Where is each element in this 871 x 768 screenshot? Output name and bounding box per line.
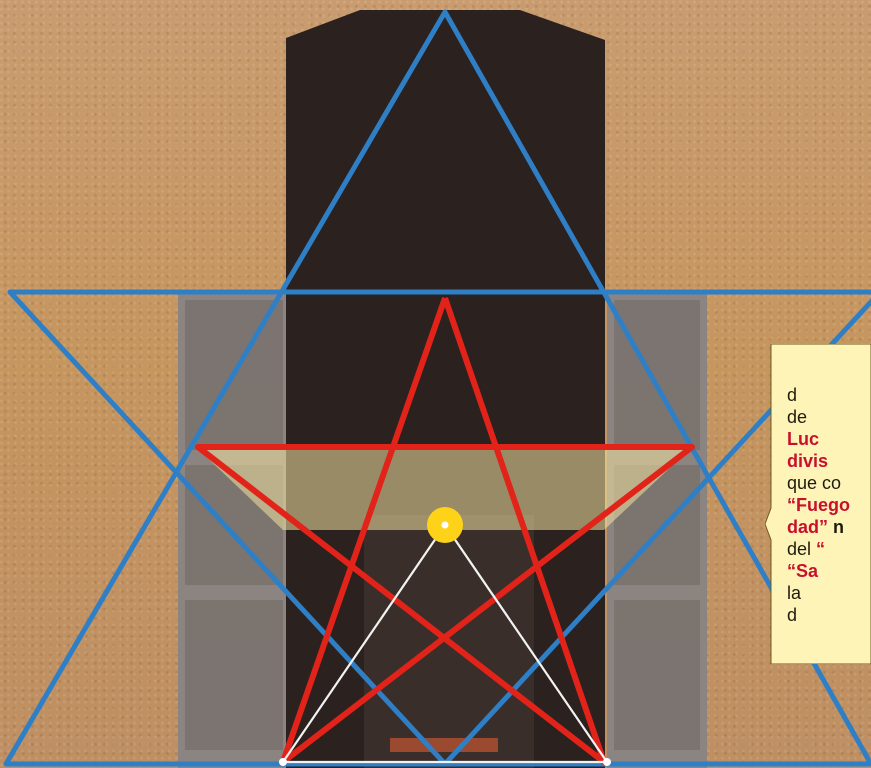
callout-line-6: “Fuego [787,494,871,516]
callout-text: d de Luc divis que co “Fuego dad” n del … [787,384,871,626]
callout-line-3: Luc [787,428,871,450]
door-plate [390,738,498,752]
callout-line-4: divis [787,450,871,472]
base-right-dot [603,758,611,766]
callout-line-2: de [787,406,871,428]
callout-line-5: que co [787,472,871,494]
callout-line-8: del “ [787,538,871,560]
sun-center-dot [442,522,449,529]
base-left-dot [279,758,287,766]
callout-line-9: “Sa [787,560,871,582]
callout-line-11: d [787,604,871,626]
callout-line-1: d [787,384,871,406]
callout-line-7: dad” n [787,516,871,538]
callout-line-10: la [787,582,871,604]
text-callout: d de Luc divis que co “Fuego dad” n del … [765,344,871,664]
